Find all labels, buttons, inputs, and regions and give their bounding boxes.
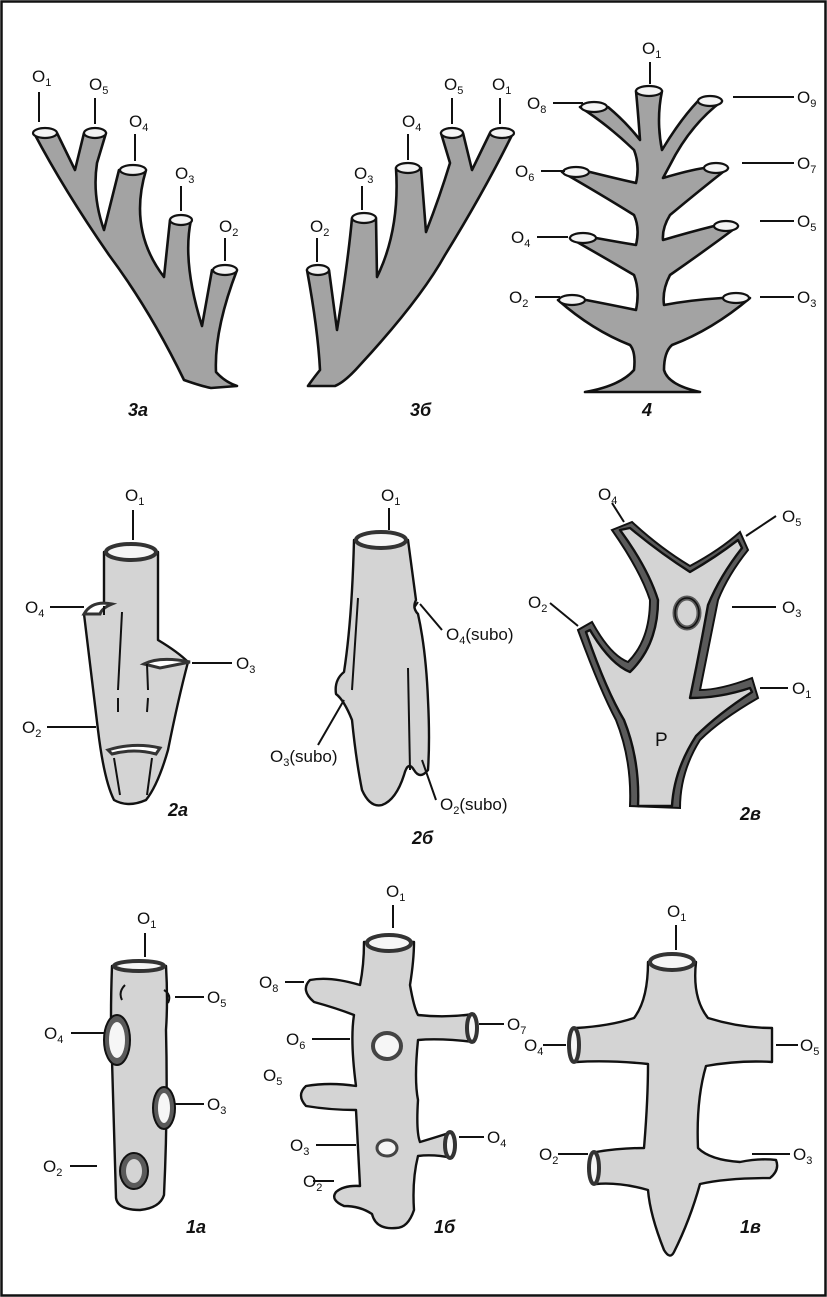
label-2a-o4: O4​ [25,598,44,620]
label-1b-o6: O6​ [286,1030,305,1052]
caption-3b: 3б [410,400,432,420]
label-1v-o1: O1​ [667,902,686,924]
label-3a-o2: O2​ [219,217,238,239]
label-1b-o4: O4​ [487,1128,506,1150]
label-2b-o2: O2​(subo) [440,795,508,817]
label-4-o2: O2​ [509,288,528,310]
label-4-o6: O6​ [515,162,534,184]
label-1a-o4: O4​ [44,1024,63,1046]
caption-2a: 2а [167,800,188,820]
caption-4: 4 [641,400,652,420]
caption-1a: 1а [186,1217,206,1237]
label-1b-o8: O8​ [259,973,278,995]
label-1a-o1: O1​ [137,909,156,931]
label-4-o7: O7​ [797,154,816,176]
label-4-o1: O1​ [642,39,661,61]
figure-2a: O1​ O4​ O3​ O2​ 2а [22,486,255,820]
label-3b-o2: O2​ [310,217,329,239]
label-2v-o4: O4​ [598,485,617,507]
label-4-o9: O9​ [797,88,816,110]
figure-3a: O1​ O5​ O4​ O3​ O2​ 3а [32,67,238,420]
label-2b-o1: O1​ [381,486,400,508]
label-3a-o3: O3​ [175,164,194,186]
label-3a-o1: O1​ [32,67,51,89]
label-2b-o4: O4​(subo) [446,625,514,647]
label-2a-o2: O2​ [22,718,41,740]
label-1a-o3: O3​ [207,1095,226,1117]
figure-1v: O1​ O4​ O5​ O2​ O3​ 1в [524,902,819,1256]
caption-3a: 3а [128,400,148,420]
figure-4: O1​ O8​ O9​ O6​ O7​ O4​ O5​ O2​ O3​ 4 [509,39,816,420]
label-1v-o3: O3​ [793,1145,812,1167]
label-3b-o4: O4​ [402,112,421,134]
label-4-o8: O8​ [527,94,546,116]
label-2v-o3: O3​ [782,598,801,620]
figure-2v: O4​ O5​ O2​ O3​ O1​ P 2в [528,485,811,824]
label-2v-o5: O5​ [782,507,801,529]
label-2v-o2: O2​ [528,593,547,615]
label-4-o4: O4​ [511,228,530,250]
figure-1b: O1​ O8​ O7​ O6​ O5​ O4​ O3​ O2​ 1б [259,882,526,1237]
figure-3b: O1​ O5​ O4​ O3​ O2​ 3б [307,75,514,420]
label-1v-o4: O4​ [524,1036,543,1058]
label-2a-o1: O1​ [125,486,144,508]
figure-2b: O1​ O4​(subo) O3​(subo) O2​(subo) 2б [270,486,514,848]
label-4-o5: O5​ [797,212,816,234]
colony-2b-body [336,540,429,805]
colony-2v-body [586,528,752,806]
label-3b-o3: O3​ [354,164,373,186]
label-1b-o7: O7​ [507,1015,526,1037]
label-2a-o3: O3​ [236,654,255,676]
label-1a-o5: O5​ [207,988,226,1010]
label-1v-o5: O5​ [800,1036,819,1058]
label-2b-o3: O3​(subo) [270,747,338,769]
figure-1a: O1​ O5​ O4​ O3​ O2​ 1а [43,909,226,1237]
label-4-o3: O3​ [797,288,816,310]
label-3a-o5: O5​ [89,75,108,97]
label-1b-o2: O2​ [303,1172,322,1194]
label-1b-o5: O5​ [263,1066,282,1088]
label-3b-o5: O5​ [444,75,463,97]
caption-1v: 1в [740,1217,761,1237]
caption-1b: 1б [434,1217,456,1237]
label-3a-o4: O4​ [129,112,148,134]
colony-1b-body [301,942,474,1228]
colony-1v-body [576,962,777,1256]
label-2v-p: P [655,730,668,751]
label-1b-o3: O3​ [290,1136,309,1158]
caption-2v: 2в [739,804,761,824]
label-1b-o1: O1​ [386,882,405,904]
caption-2b: 2б [411,828,434,848]
label-2v-o1: O1​ [792,679,811,701]
label-3b-o1: O1​ [492,75,511,97]
label-1v-o2: O2​ [539,1145,558,1167]
label-1a-o2: O2​ [43,1157,62,1179]
colony-2a-body [84,552,188,804]
